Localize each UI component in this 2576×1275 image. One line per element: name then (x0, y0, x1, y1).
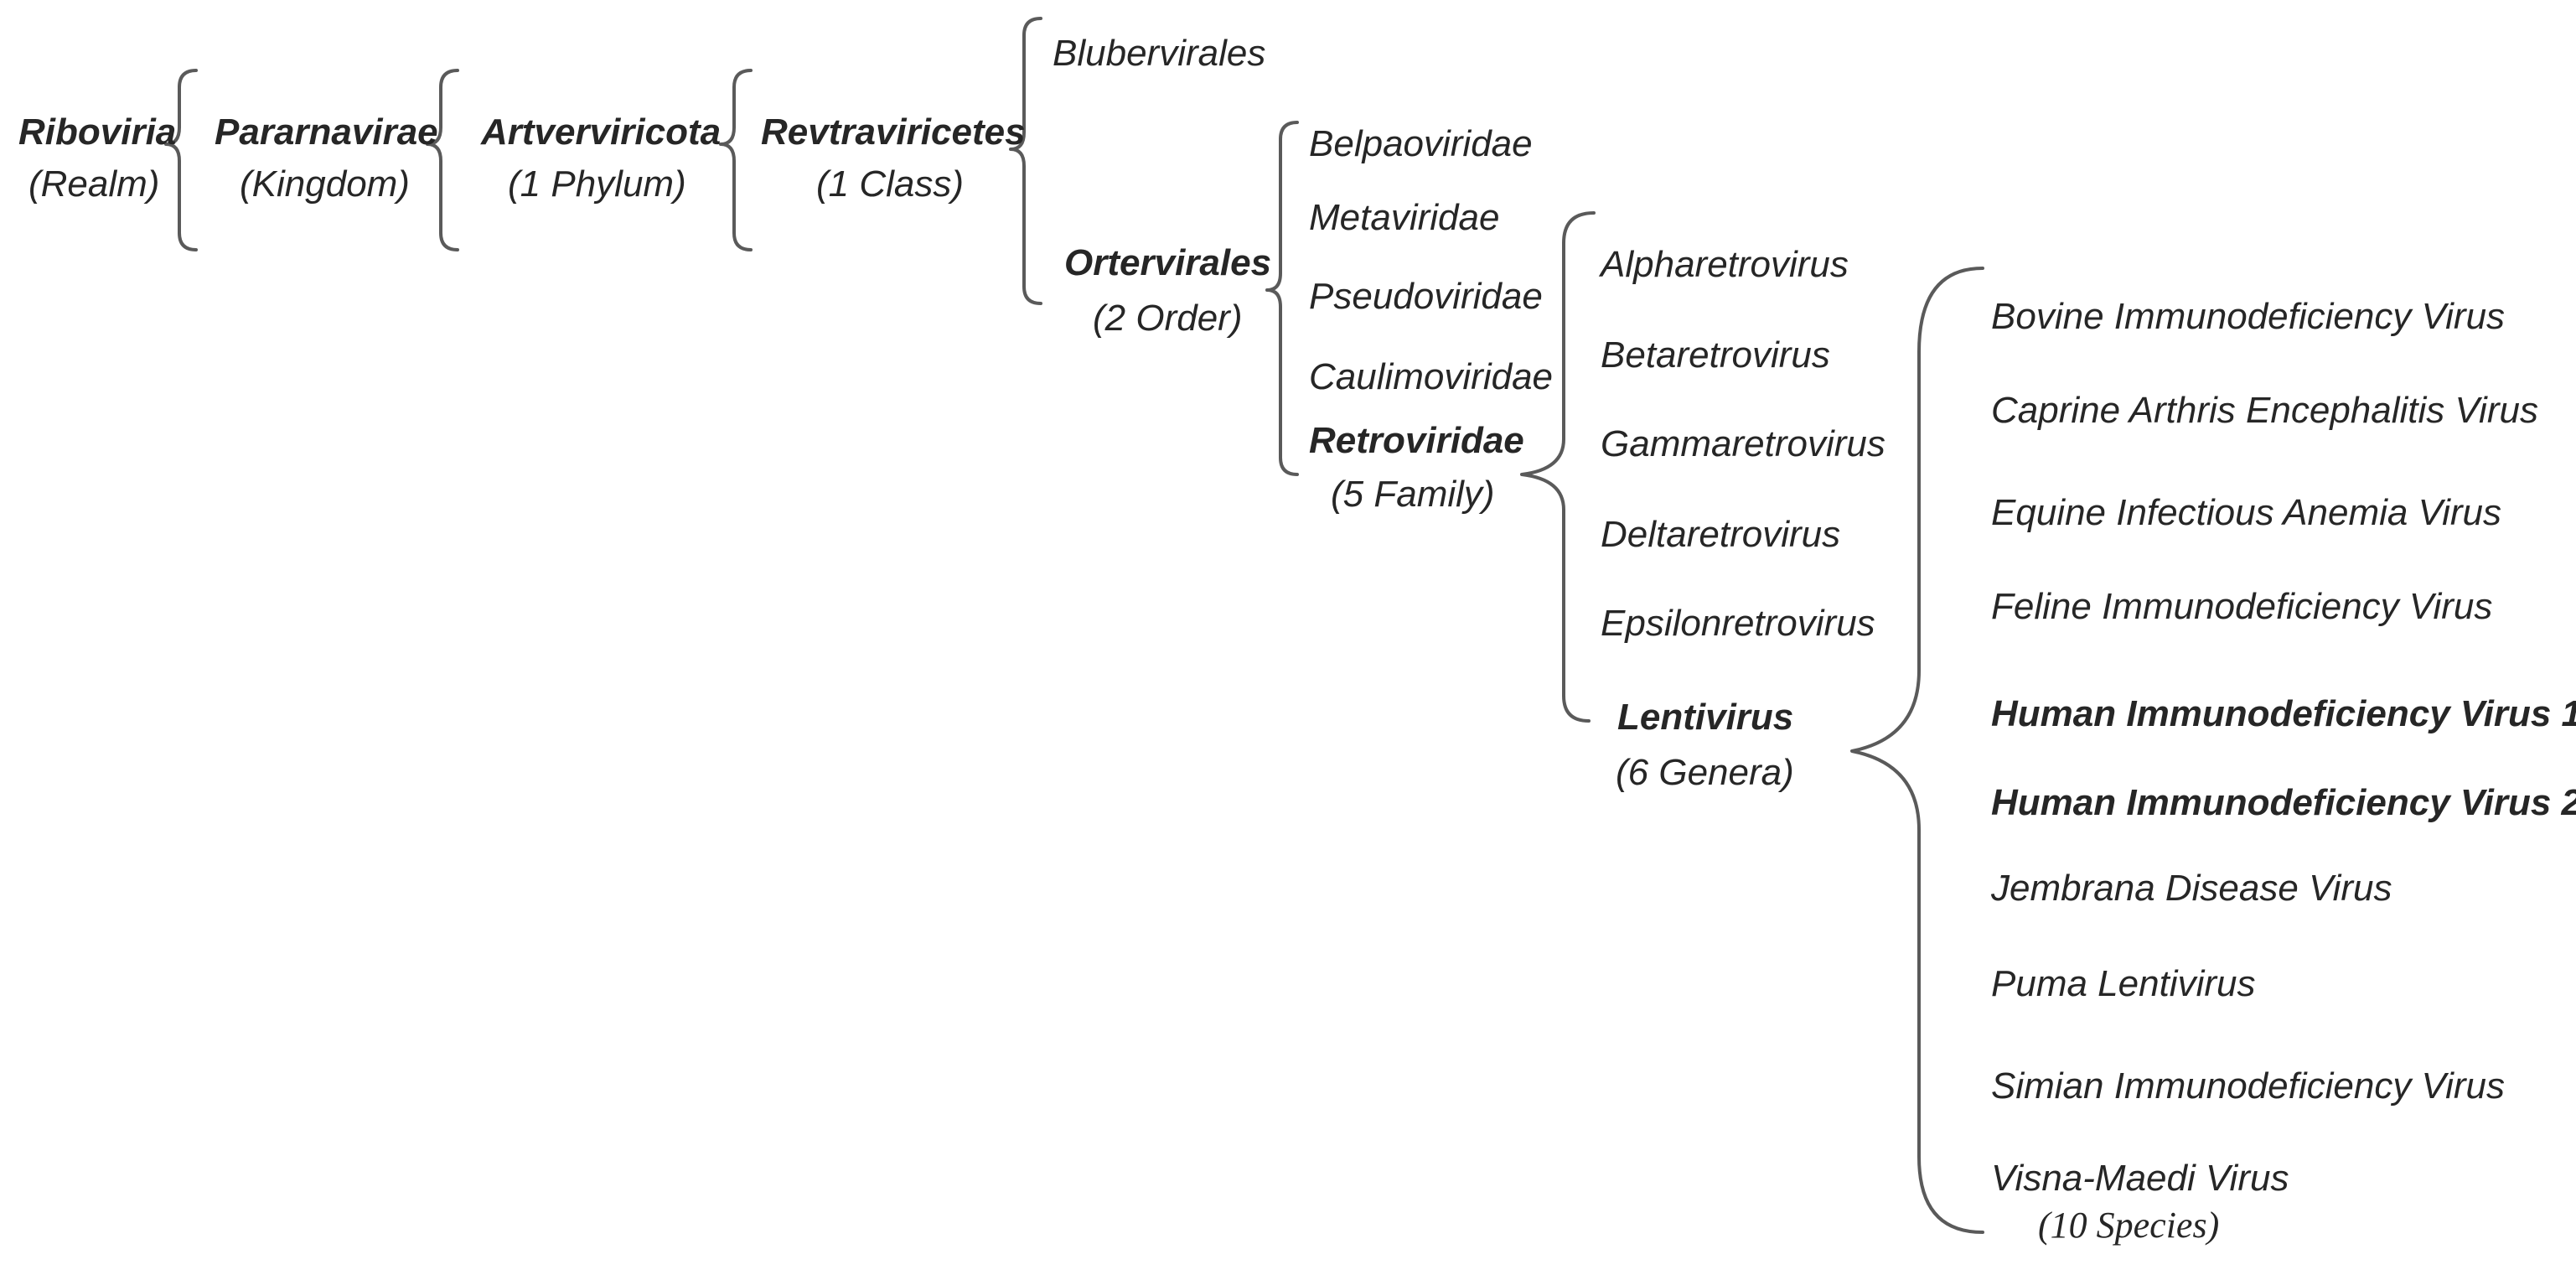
genus-betaretrovirus: Betaretrovirus (1601, 334, 1830, 376)
species-human-immunodeficiency-virus-2: Human Immunodeficiency Virus 2 (1991, 782, 2576, 823)
species-simian-immunodeficiency-virus: Simian Immunodeficiency Virus (1991, 1065, 2505, 1107)
genus-epsilonretrovirus: Epsilonretrovirus (1601, 603, 1875, 644)
realm-name: Riboviria (18, 111, 176, 153)
phylum-brace (719, 69, 753, 251)
class-brace (1009, 17, 1042, 305)
genus-alpharetrovirus: Alpharetrovirus (1598, 244, 1849, 285)
family-caulimoviridae: Caulimoviridae (1309, 356, 1553, 397)
genus-deltaretrovirus: Deltaretrovirus (1601, 514, 1840, 555)
species-bovine-immunodeficiency-virus: Bovine Immunodeficiency Virus (1991, 296, 2505, 337)
species-visna-maedi-virus: Visna-Maedi Virus (1991, 1158, 2289, 1199)
phylum-rank: (1 Phylum) (508, 163, 686, 205)
species-puma-lentivirus: Puma Lentivirus (1991, 963, 2255, 1004)
family-belpaoviridae: Belpaoviridae (1309, 123, 1533, 164)
class-rank: (1 Class) (816, 163, 964, 205)
genus-lentivirus: Lentivirus (1617, 697, 1793, 738)
family-rank: (5 Family) (1331, 474, 1495, 515)
family-retroviridae: Retroviridae (1309, 420, 1524, 461)
species-caprine-arthris-encephalitis-virus: Caprine Arthris Encephalitis Virus (1991, 390, 2538, 431)
order-brace (1265, 121, 1299, 476)
species-rank: (10 Species) (2038, 1205, 2219, 1246)
family-pseudoviridae: Pseudoviridae (1309, 276, 1543, 317)
kingdom-rank: (Kingdom) (240, 163, 410, 205)
genus-gammaretrovirus: Gammaretrovirus (1601, 423, 1885, 464)
genus-rank: (6 Genera) (1616, 752, 1794, 793)
order-rank: (2 Order) (1093, 298, 1242, 339)
species-feline-immunodeficiency-virus: Feline Immunodeficiency Virus (1991, 586, 2492, 627)
genus-brace (1850, 267, 1984, 1234)
class-name: Revtraviricetes (761, 111, 1026, 153)
species-jembrana-disease-virus: Jembrana Disease Virus (1990, 868, 2392, 909)
family-brace (1520, 211, 1596, 723)
order-ortervirales: Ortervirales (1064, 242, 1271, 283)
realm-rank: (Realm) (28, 163, 159, 205)
order-blubervirales: Blubervirales (1053, 33, 1265, 74)
kingdom-brace (426, 69, 459, 251)
species-human-immunodeficiency-virus-1: Human Immunodeficiency Virus 1 (1991, 693, 2576, 734)
kingdom-name: Pararnavirae (215, 111, 438, 153)
realm-brace (164, 69, 198, 251)
family-metaviridae: Metaviridae (1309, 197, 1499, 238)
species-equine-infectious-anemia-virus: Equine Infectious Anemia Virus (1991, 492, 2501, 533)
phylum-name: Artverviricota (480, 111, 721, 153)
